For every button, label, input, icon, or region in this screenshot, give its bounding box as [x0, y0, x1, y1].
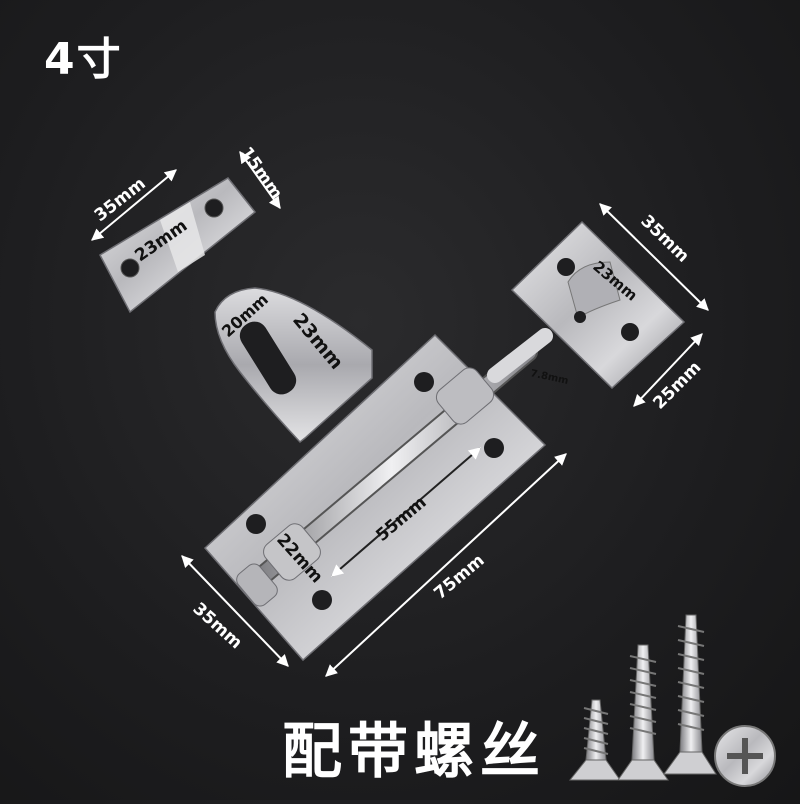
dimension-arrows — [91, 151, 709, 677]
screw-medium — [617, 644, 669, 781]
label-keeper-height: 25mm — [649, 358, 705, 414]
screw-small — [568, 699, 621, 781]
label-base-length: 75mm — [430, 551, 488, 604]
label-keeper-width: 35mm — [637, 211, 693, 266]
size-label: 4寸 — [44, 34, 123, 85]
screw-head — [714, 725, 776, 787]
label-bolt-diameter: 7.8mm — [529, 368, 569, 387]
label-small-plate-height: 15mm — [236, 143, 286, 203]
screw-large — [663, 614, 717, 775]
screws-included-caption: 配带螺丝 — [282, 717, 546, 787]
label-base-width: 35mm — [189, 599, 246, 653]
keeper-plate — [510, 220, 686, 390]
